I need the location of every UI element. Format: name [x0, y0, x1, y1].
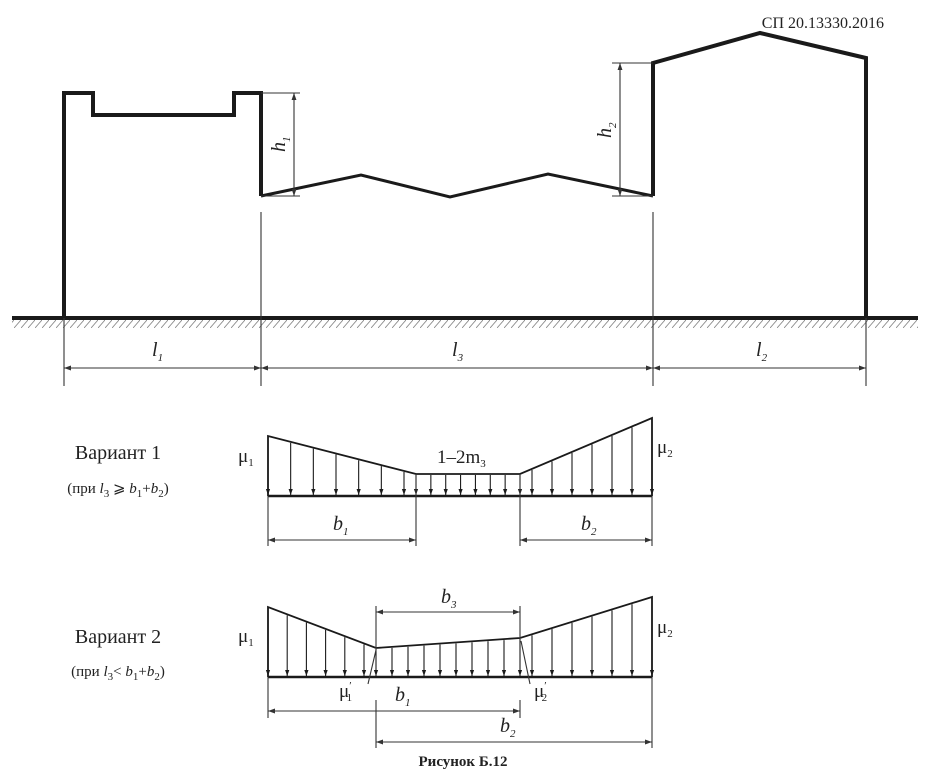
dim-label-l3: l3: [452, 339, 464, 364]
variant-2-mu-prime-right: μ′2: [534, 680, 547, 704]
building-section: l1 l3 l2 h1 h2: [12, 30, 918, 386]
variant-2-load-arrows: [265, 598, 655, 676]
variant-2-b1-label: b1: [395, 684, 411, 709]
variant-1-title: Вариант 1: [75, 442, 161, 464]
dim-label-h1: h1: [268, 137, 293, 153]
document-code: СП 20.13330.2016: [762, 15, 884, 32]
variant-2: Вариант 2 (при l3< b1+b2) μ1 μ2 b3 μ′1 μ…: [71, 586, 673, 748]
variant-1-mu-right: μ2: [657, 437, 673, 460]
variant-1-mid-label: 1–2m3: [437, 447, 486, 470]
middle-roof-outline: [260, 172, 654, 199]
mu-prime-left-leader: [367, 649, 377, 685]
dim-label-l2: l2: [756, 339, 768, 364]
variant-1-mu-left: μ1: [238, 446, 254, 469]
variant-1: Вариант 1 (при l3 ⩾ b1+b2) μ1 μ2 1–2m3 b…: [67, 416, 673, 546]
variant-2-title: Вариант 2: [75, 626, 161, 648]
mu-prime-right-leader: [520, 640, 531, 685]
right-building-outline: [651, 30, 868, 318]
variant-2-mu-left: μ1: [238, 626, 254, 649]
variant-1-condition: (при l3 ⩾ b1+b2): [67, 481, 169, 500]
variant-2-b3-label: b3: [441, 586, 457, 611]
variant-2-mu-prime-left: μ′1: [339, 680, 352, 704]
dim-label-h2: h2: [594, 122, 619, 138]
dim-label-l1: l1: [152, 339, 163, 364]
variant-1-b2-label: b2: [581, 513, 597, 538]
variant-1-b1-label: b1: [333, 513, 349, 538]
ground-hatch: [12, 319, 918, 328]
variant-2-condition: (при l3< b1+b2): [71, 664, 165, 683]
figure-caption: Рисунок Б.12: [419, 754, 508, 770]
variant-2-mu-right: μ2: [657, 617, 673, 640]
variant-2-b2-label: b2: [500, 715, 516, 740]
left-building-outline: [62, 91, 263, 318]
